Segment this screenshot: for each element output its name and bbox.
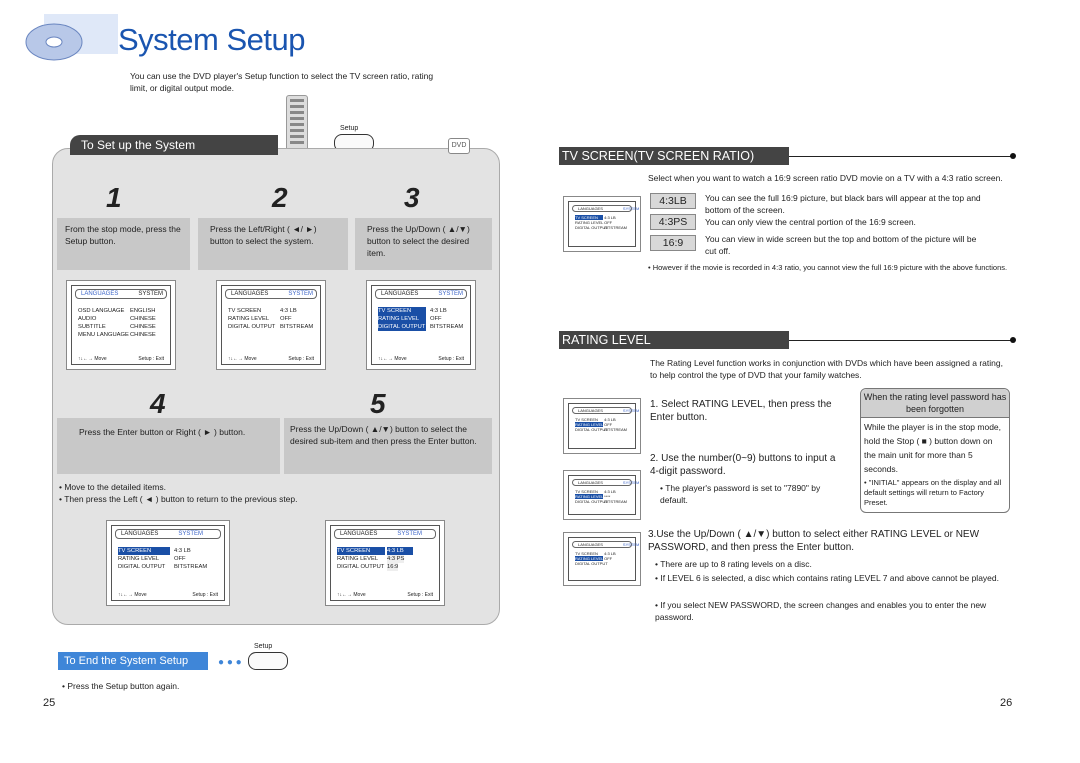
step-text: Press the Enter button or Right ( ► ) bu…: [57, 418, 280, 474]
end-tab: To End the System Setup: [58, 652, 208, 670]
step-text: Press the Left/Right ( ◄/ ►) button to s…: [198, 218, 348, 270]
page-number: 26: [1000, 697, 1013, 709]
step-number: 5: [370, 388, 386, 419]
tv-note: • However if the movie is recorded in 4:…: [648, 263, 1008, 272]
ratio-label: 4:3LB: [650, 193, 696, 209]
divider-dot: [1010, 337, 1016, 343]
step-number: 3: [404, 182, 420, 213]
dvd-logo: DVD: [448, 138, 470, 154]
rating-step-note: • The player's password is set to "7890"…: [660, 483, 821, 505]
disc-icon: [25, 14, 118, 61]
divider-dot: [1010, 153, 1016, 159]
tv-intro: Select when you want to watch a 16:9 scr…: [648, 173, 1003, 183]
rating-step: 2. Use the number(0~9) buttons to input …: [650, 453, 836, 477]
note-bullet: • "INITIAL" appears on the display and a…: [864, 478, 1002, 507]
bullet-item: • If you select NEW PASSWORD, the screen…: [655, 600, 987, 622]
ratio-text: You can see the full 16:9 picture, but b…: [705, 193, 981, 215]
section-tab: To Set up the System: [70, 135, 278, 155]
section-heading: TV SCREEN(TV SCREEN RATIO): [559, 147, 789, 165]
note-body: While the player is in the stop mode, ho…: [864, 422, 1002, 474]
bullet-item: • There are up to 8 rating levels on a d…: [655, 559, 812, 569]
page-title: System Setup: [118, 22, 305, 57]
ratio-text: You can view in wide screen but the top …: [705, 234, 977, 256]
bullet-item: • Press the Setup button again.: [62, 681, 180, 691]
bullet-item: • Then press the Left ( ◄ ) button to re…: [59, 494, 298, 504]
step-text: From the stop mode, press the Setup butt…: [57, 218, 190, 270]
setup-button-icon: [248, 652, 288, 670]
step-number: 4: [150, 388, 166, 419]
ratio-label: 4:3PS: [650, 214, 696, 230]
step-text: Press the Up/Down ( ▲/▼) button to selec…: [355, 218, 492, 270]
rating-step: 1. Select RATING LEVEL, then press the E…: [650, 399, 832, 423]
setup-label: Setup: [254, 643, 273, 650]
dots: ● ● ●: [218, 657, 242, 668]
bullet-item: • If LEVEL 6 is selected, a disc which c…: [655, 573, 999, 583]
divider: [789, 340, 1011, 341]
section-heading: RATING LEVEL: [559, 331, 789, 349]
rating-intro: The Rating Level function works in conju…: [650, 358, 1003, 380]
rating-step: 3.Use the Up/Down ( ▲/▼) button to selec…: [648, 529, 980, 553]
password-note: When the rating level password has been …: [860, 388, 1010, 513]
intro-text: You can use the DVD player's Setup funct…: [130, 71, 434, 93]
divider: [789, 156, 1011, 157]
step-number: 1: [106, 182, 122, 213]
ratio-label: 16:9: [650, 235, 696, 251]
remote-icon: [286, 95, 308, 165]
step-text: Press the Up/Down ( ▲/▼) button to selec…: [284, 418, 492, 474]
note-heading: When the rating level password has been …: [861, 389, 1009, 418]
bullet-item: • Move to the detailed items.: [59, 482, 166, 492]
step-number: 2: [272, 182, 288, 213]
page-number: 25: [43, 697, 56, 709]
setup-label: Setup: [340, 125, 359, 132]
ratio-text: You can only view the central portion of…: [705, 217, 916, 227]
